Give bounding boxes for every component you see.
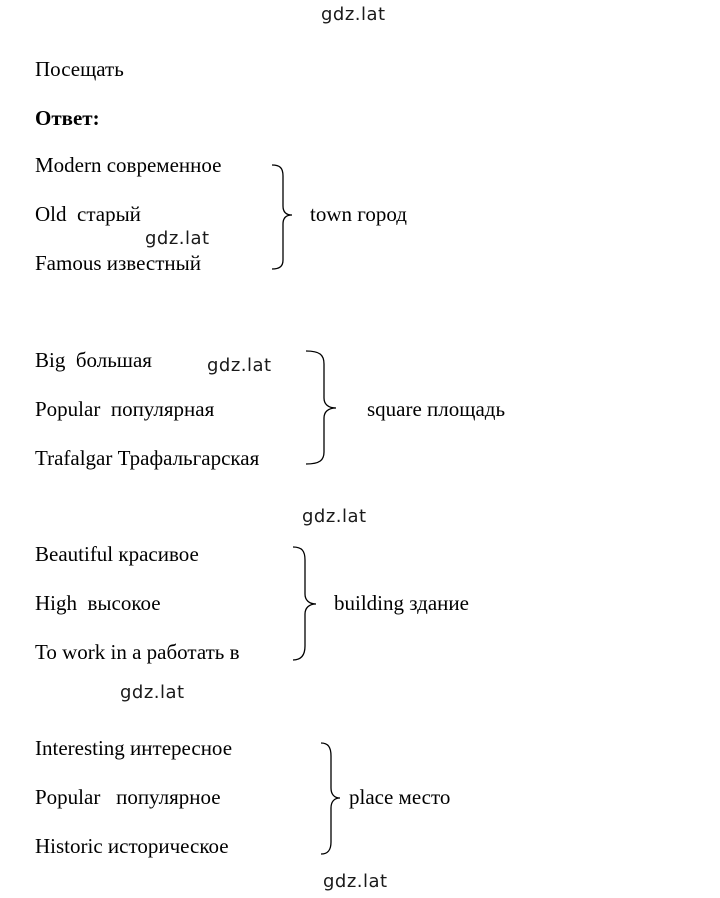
watermark: gdz.lat	[145, 228, 210, 249]
adjective-item: Historic историческое	[35, 834, 229, 858]
curly-brace-icon	[292, 546, 317, 661]
noun-target: building здание	[334, 591, 469, 615]
adjective-item: Popular популярное	[35, 785, 221, 809]
adjective-item: Trafalgar Трафальгарская	[35, 446, 260, 470]
noun-target: town город	[310, 202, 407, 226]
adjective-item: To work in a работать в	[35, 640, 240, 664]
curly-brace-icon	[305, 350, 337, 465]
adjective-item: Interesting интересное	[35, 736, 233, 760]
adjective-item: Popular популярная	[35, 397, 215, 421]
adjective-item: Beautiful красивое	[35, 542, 199, 566]
watermark: gdz.lat	[120, 682, 185, 703]
page-heading: Посещать	[35, 57, 124, 81]
curly-brace-icon	[320, 742, 341, 855]
adjective-item: Old старый	[35, 202, 141, 226]
noun-target: place место	[349, 785, 451, 809]
watermark: gdz.lat	[323, 871, 388, 892]
watermark: gdz.lat	[321, 4, 386, 25]
adjective-item: Modern современное	[35, 153, 222, 177]
watermark: gdz.lat	[207, 355, 272, 376]
adjective-item: Big большая	[35, 348, 152, 372]
answer-label: Ответ:	[35, 106, 100, 130]
curly-brace-icon	[271, 164, 293, 270]
watermark: gdz.lat	[302, 506, 367, 527]
adjective-item: Famous известный	[35, 251, 202, 275]
noun-target: square площадь	[367, 397, 506, 421]
adjective-item: High высокое	[35, 591, 161, 615]
